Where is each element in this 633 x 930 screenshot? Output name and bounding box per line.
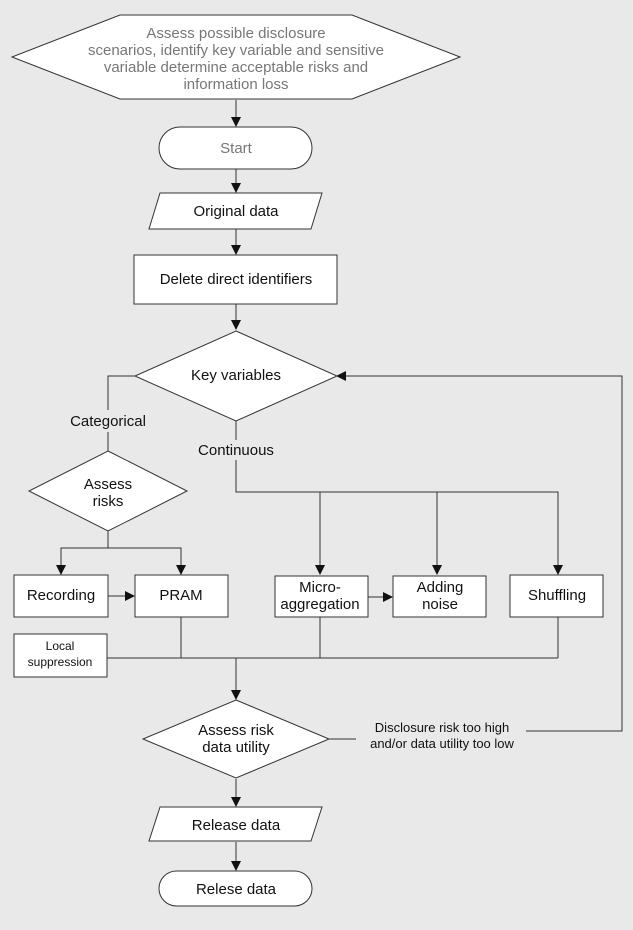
feedback-line-1: Disclosure risk too high bbox=[375, 720, 509, 735]
assess-risks-node: Assess risks bbox=[27, 450, 189, 532]
arrowhead-pram bbox=[176, 565, 186, 575]
local-suppression-line-2: suppression bbox=[28, 655, 93, 669]
original-data-node: Original data bbox=[148, 192, 323, 230]
prep-node: Assess possible disclosure scenarios, id… bbox=[10, 14, 462, 100]
arrowhead-release bbox=[231, 797, 241, 807]
pram-node: PRAM bbox=[134, 574, 229, 618]
connector-assess-recording bbox=[60, 530, 109, 568]
recording-label: Recording bbox=[27, 587, 95, 604]
release-data-node: Release data bbox=[148, 806, 323, 842]
delete-identifiers-node: Delete direct identifiers bbox=[133, 254, 338, 305]
shuffling-label: Shuffling bbox=[528, 587, 586, 604]
arrowhead-recording bbox=[56, 565, 66, 575]
pram-label: PRAM bbox=[159, 587, 202, 604]
feedback-line-2: and/or data utility too low bbox=[370, 736, 514, 751]
original-data-label: Original data bbox=[193, 203, 279, 220]
local-suppression-line-1: Local bbox=[46, 639, 75, 653]
connector-feedback-loop bbox=[346, 375, 623, 732]
arrowhead-micro bbox=[315, 565, 325, 575]
original-data-shape bbox=[148, 192, 323, 230]
assess-risks-line-2: risks bbox=[93, 493, 124, 510]
categorical-label-bg bbox=[62, 410, 156, 432]
adding-noise-shape bbox=[392, 575, 487, 618]
start-terminator-shape bbox=[158, 126, 313, 170]
end-node: Relese data bbox=[158, 870, 313, 907]
arrowhead-noise bbox=[432, 565, 442, 575]
adding-noise-line-1: Adding bbox=[417, 579, 464, 596]
local-suppression-shape bbox=[13, 633, 108, 678]
arrowhead-key bbox=[231, 320, 241, 330]
prep-hexagon-shape bbox=[10, 14, 462, 100]
arrowhead-assess-utility bbox=[231, 690, 241, 700]
arrowheads bbox=[56, 117, 563, 871]
pram-shape bbox=[134, 574, 229, 618]
end-label: Relese data bbox=[196, 881, 277, 898]
categorical-label: Categorical bbox=[70, 413, 146, 430]
recording-shape bbox=[13, 574, 109, 618]
start-node: Start bbox=[158, 126, 313, 170]
arrowhead-micro-noise bbox=[383, 592, 393, 602]
key-variables-node: Key variables bbox=[133, 330, 339, 422]
shuffling-node: Shuffling bbox=[509, 574, 604, 618]
prep-line-4: information loss bbox=[183, 76, 288, 93]
start-label: Start bbox=[220, 140, 253, 157]
assess-utility-node: Assess risk data utility bbox=[141, 699, 331, 779]
shuffling-shape bbox=[509, 574, 604, 618]
release-data-shape bbox=[148, 806, 323, 842]
connector-assess-pram bbox=[108, 547, 182, 568]
assess-utility-diamond bbox=[141, 699, 331, 779]
arrowhead-delete bbox=[231, 245, 241, 255]
adding-noise-node: Adding noise bbox=[392, 575, 487, 618]
arrowhead-feedback bbox=[336, 371, 346, 381]
arrowhead-start bbox=[231, 117, 241, 127]
assess-risks-diamond bbox=[27, 450, 189, 532]
arrowhead-recording-pram bbox=[125, 591, 135, 601]
micro-aggregation-node: Micro- aggregation bbox=[274, 575, 369, 618]
end-terminator-shape bbox=[158, 870, 313, 907]
arrowhead-shuffling bbox=[553, 565, 563, 575]
assess-risks-line-1: Assess bbox=[84, 476, 132, 493]
key-variables-label: Key variables bbox=[191, 367, 281, 384]
assess-utility-line-2: data utility bbox=[202, 739, 270, 756]
arrowhead-end bbox=[231, 861, 241, 871]
prep-line-1: Assess possible disclosure bbox=[146, 25, 325, 42]
continuous-label-bg bbox=[188, 440, 284, 460]
micro-aggregation-shape bbox=[274, 575, 369, 618]
delete-identifiers-shape bbox=[133, 254, 338, 305]
prep-line-3: variable determine acceptable risks and bbox=[104, 59, 368, 76]
local-suppression-node: Local suppression bbox=[13, 633, 108, 678]
prep-line-2: scenarios, identify key variable and sen… bbox=[88, 42, 384, 59]
micro-aggregation-line-2: aggregation bbox=[280, 596, 359, 613]
key-variables-diamond bbox=[133, 330, 339, 422]
connector-key-categorical bbox=[107, 375, 135, 410]
delete-identifiers-label: Delete direct identifiers bbox=[160, 271, 313, 288]
arrowhead-original bbox=[231, 183, 241, 193]
recording-node: Recording bbox=[13, 574, 109, 618]
adding-noise-line-2: noise bbox=[422, 596, 458, 613]
assess-utility-line-1: Assess risk bbox=[198, 722, 274, 739]
release-data-label: Release data bbox=[192, 817, 281, 834]
continuous-label: Continuous bbox=[198, 442, 274, 459]
micro-aggregation-line-1: Micro- bbox=[299, 579, 341, 596]
connector-continuous-branch bbox=[235, 460, 559, 568]
